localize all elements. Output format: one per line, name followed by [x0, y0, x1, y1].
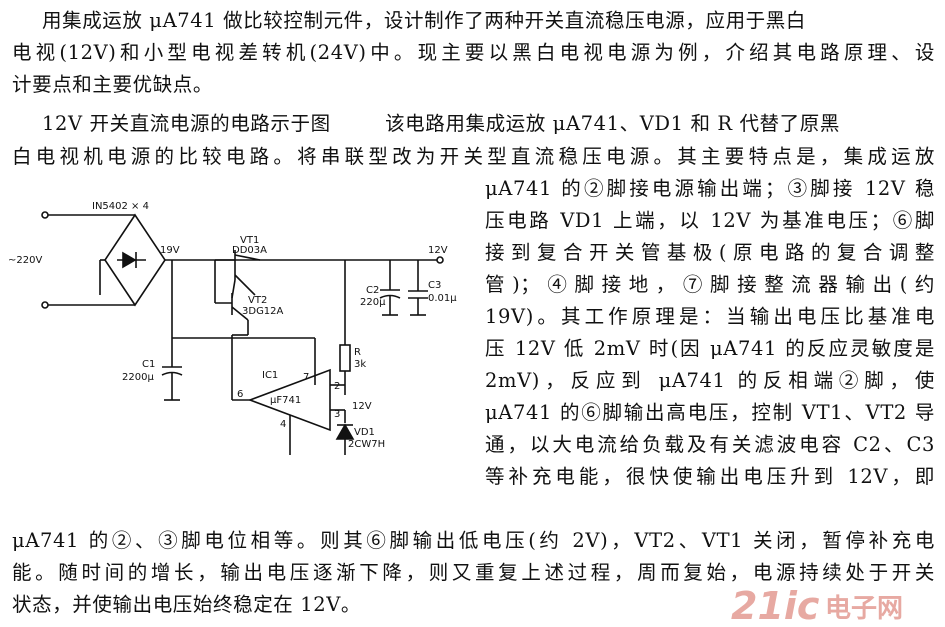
- right-line-4: 管)；④脚接地，⑦脚接整流器输出(约: [485, 273, 935, 296]
- vt1-type-label: DD03A: [232, 245, 267, 256]
- right-line-5: 19V)。其工作原理是：当输出电压比基准电: [485, 305, 935, 328]
- pin6-label: 6: [237, 389, 243, 400]
- ic-label: IC1: [262, 370, 278, 381]
- vt1-label: VT1: [240, 235, 259, 246]
- right-line-3: 接到复合开关管基极(原电路的复合调整: [485, 241, 935, 264]
- r-value-label: 3k: [354, 359, 366, 370]
- tail-line-2: 能。随时间的增长，输出电压逐渐下降，则又重复上述过程，周而复始，电源持续处于开关: [12, 561, 935, 584]
- diode-label: IN5402 × 4: [92, 201, 149, 212]
- c3-value-label: 0.01μ: [428, 293, 457, 304]
- logo-text: 电子网: [825, 594, 903, 624]
- vd1-label: VD1: [354, 427, 375, 438]
- intro-line-3: 计要点和主要优缺点。: [12, 73, 214, 96]
- body-line-2: 白电视机电源的比较电路。将串联型改为开关型直流稳压电源。其主要特点是，集成运放: [12, 145, 935, 168]
- c2-label: C2: [366, 285, 379, 296]
- vt2-type-label: 3DG12A: [242, 306, 284, 317]
- rectified-voltage-label: 19V: [160, 245, 180, 256]
- output-voltage-label: 12V: [428, 245, 448, 256]
- right-line-7: 2mV)，反应到 μA741 的反相端②脚，使: [485, 369, 935, 392]
- right-line-2: 压电路 VD1 上端，以 12V 为基准电压；⑥脚: [485, 209, 935, 232]
- pin7-label: 7: [303, 372, 309, 383]
- intro-line-2: 电视(12V)和小型电视差转机(24V)中。现主要以黑白电视电源为例，介绍其电路…: [12, 41, 935, 64]
- pin2-label: 2: [334, 381, 340, 392]
- right-line-6: 压 12V 低 2mV 时(因 μA741 的反应灵敏度是: [485, 337, 935, 360]
- right-line-8: μA741 的⑥脚输出高电压，控制 VT1、VT2 导: [485, 401, 935, 424]
- right-line-10: 等补充电能，很快使输出电压升到 12V，即: [485, 465, 935, 488]
- body-line-1: 12V 开关直流电源的电路示于图 该电路用集成运放 μA741、VD1 和 R …: [42, 112, 840, 135]
- intro-line-1: 用集成运放 μA741 做比较控制元件，设计制作了两种开关直流稳压电源，应用于黑…: [42, 9, 806, 32]
- c3-label: C3: [428, 280, 441, 291]
- tail-line-3: 状态，并使输出电压始终稳定在 12V。: [12, 593, 361, 616]
- site-logo: 21ic 电子网: [731, 584, 903, 625]
- ac-input-label: ~220V: [8, 255, 42, 266]
- c2-value-label: 220μ: [360, 297, 386, 308]
- pin3-label: 3: [334, 409, 340, 420]
- right-line-1: μA741 的②脚接电源输出端；③脚接 12V 稳: [485, 177, 935, 200]
- vd1-type-label: 2CW7H: [348, 439, 385, 450]
- right-line-9: 通，以大电流给负载及有关滤波电容 C2、C3: [485, 433, 935, 456]
- c1-value-label: 2200μ: [122, 372, 154, 383]
- tail-line-1: μA741 的②、③脚电位相等。则其⑥脚输出低电压(约 2V)，VT2、VT1 …: [12, 529, 935, 552]
- circuit-schematic: IN5402 × 4 ~220V 19V VT1 DD03A VT2 3DG12…: [8, 201, 457, 455]
- pin4-label: 4: [280, 419, 286, 430]
- r-label: R: [354, 347, 361, 358]
- logo-number: 21ic: [731, 584, 820, 625]
- c1-label: C1: [142, 359, 155, 370]
- reference-voltage-label: 12V: [352, 401, 372, 412]
- opamp-label: μF741: [270, 395, 301, 406]
- vt2-label: VT2: [248, 295, 267, 306]
